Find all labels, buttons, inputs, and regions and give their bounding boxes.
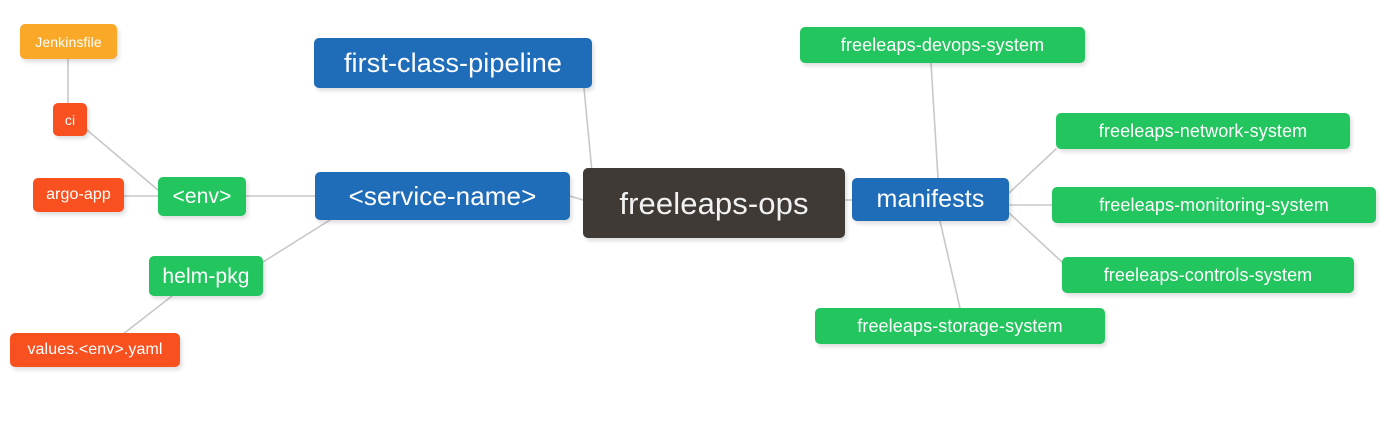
node-argo-app[interactable]: argo-app <box>33 178 124 212</box>
edge-manifests-to-network <box>1008 148 1057 194</box>
node-manifests[interactable]: manifests <box>852 178 1009 221</box>
edge-manifests-to-controls <box>1008 212 1063 263</box>
edge-helm-pkg-to-values-yaml <box>117 295 173 339</box>
edge-env-to-ci <box>86 129 159 191</box>
edge-root-to-pipeline <box>583 87 593 173</box>
edge-manifests-to-storage <box>939 220 961 309</box>
node-env[interactable]: <env> <box>158 177 246 216</box>
node-root[interactable]: freeleaps-ops <box>583 168 845 238</box>
node-jenkinsfile[interactable]: Jenkinsfile <box>20 24 117 59</box>
node-storage[interactable]: freeleaps-storage-system <box>815 308 1105 344</box>
node-controls[interactable]: freeleaps-controls-system <box>1062 257 1354 293</box>
node-ci[interactable]: ci <box>53 103 87 136</box>
edge-manifests-to-devops <box>930 62 939 179</box>
node-values-yaml[interactable]: values.<env>.yaml <box>10 333 180 367</box>
node-devops[interactable]: freeleaps-devops-system <box>800 27 1085 63</box>
node-network[interactable]: freeleaps-network-system <box>1056 113 1350 149</box>
edge-root-to-service-name <box>569 195 584 201</box>
node-helm-pkg[interactable]: helm-pkg <box>149 256 263 296</box>
node-monitoring[interactable]: freeleaps-monitoring-system <box>1052 187 1376 223</box>
edge-service-name-to-helm-pkg <box>262 219 331 263</box>
node-service-name[interactable]: <service-name> <box>315 172 570 220</box>
node-pipeline[interactable]: first-class-pipeline <box>314 38 592 88</box>
